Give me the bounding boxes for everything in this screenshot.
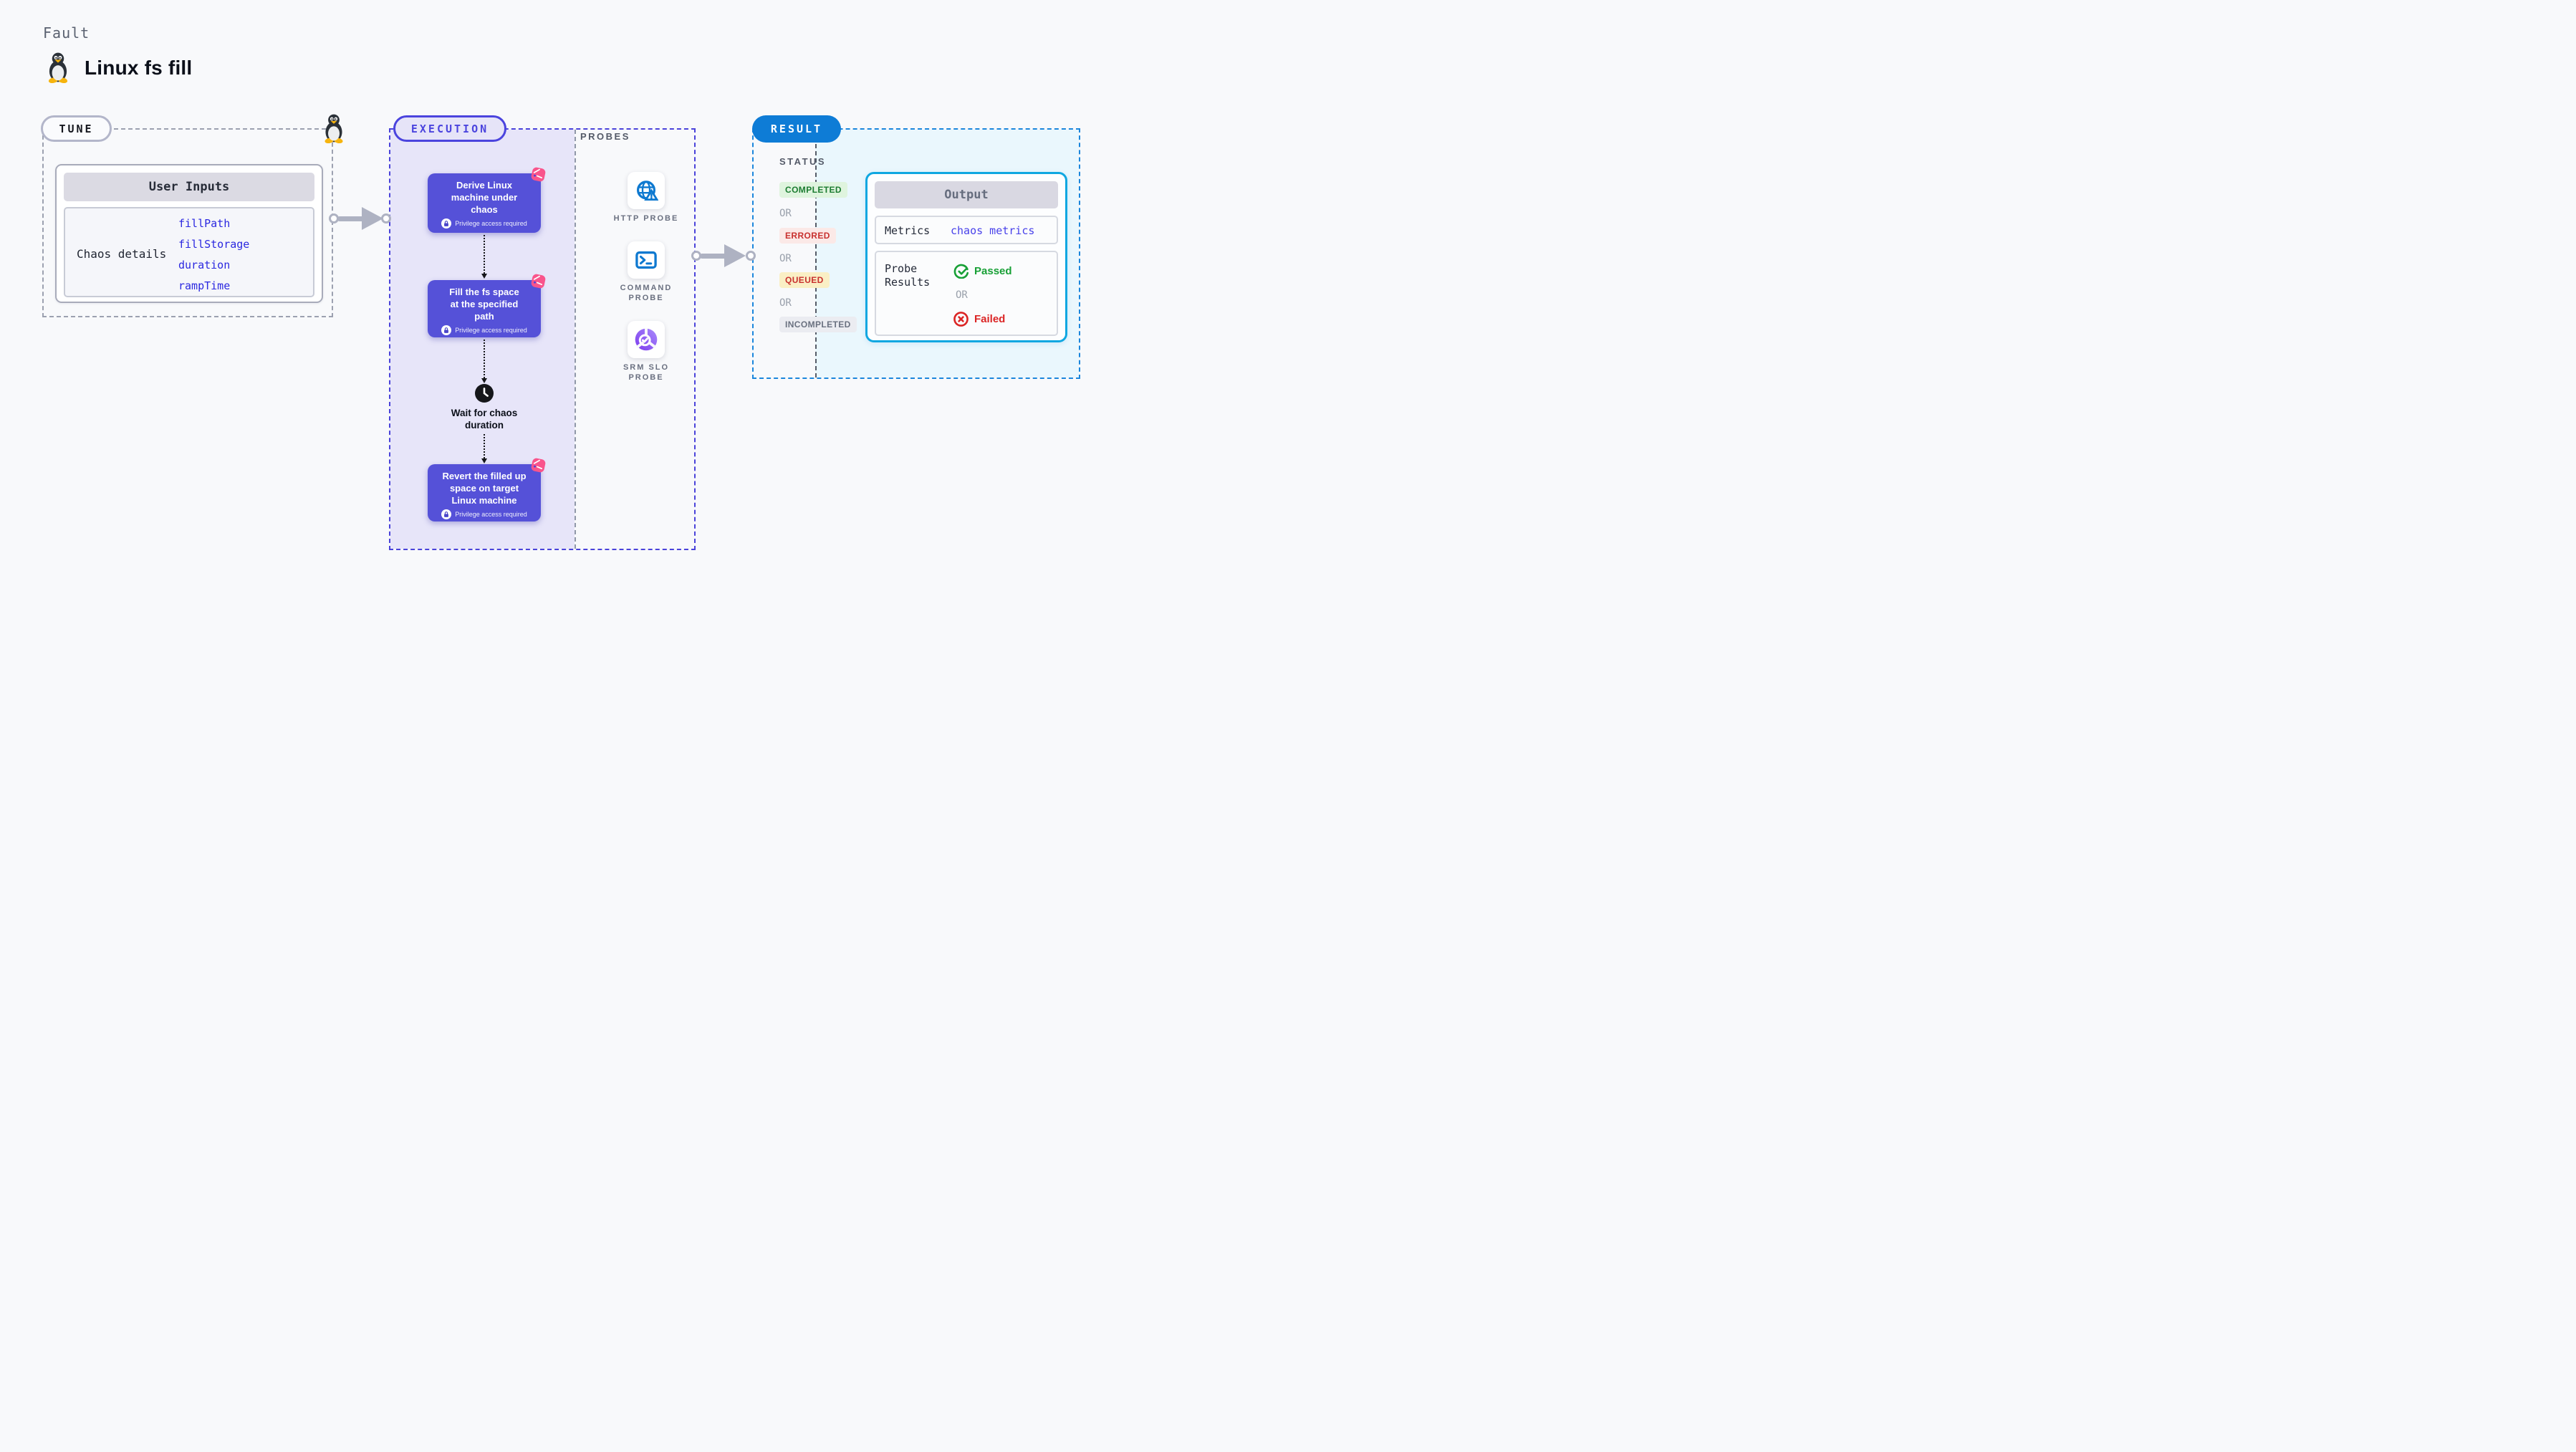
failed-label: Failed [974,313,1006,325]
chaos-details-panel: Chaos details fillPath fillStorage durat… [64,207,314,297]
status-badge-queued: QUEUED [779,272,830,288]
execution-section-label: EXECUTION [410,122,489,135]
srm-slo-probe-card [628,321,665,358]
result-section-label: RESULT [770,122,823,135]
privilege-note: Privilege access required [455,220,527,227]
result-section-pill: RESULT [752,115,841,143]
connector-line [700,254,727,259]
metrics-row: Metrics chaos metrics [875,216,1058,244]
probe-label-line: COMMAND [620,284,673,292]
metrics-value-link[interactable]: chaos metrics [951,224,1035,237]
flow-dotted-line [484,340,485,378]
lock-icon [441,509,452,519]
probes-heading: PROBES [580,131,630,142]
wait-for-chaos-label: Wait for chaos duration [428,407,541,431]
flow-arrowhead [481,378,487,383]
chaos-details-label: Chaos details [77,247,167,261]
user-inputs-header: User Inputs [64,173,314,201]
step-text-line: chaos [471,204,498,215]
chaos-fault-icon [529,165,547,183]
privilege-note: Privilege access required [455,327,527,334]
tune-section-label: TUNE [59,122,94,135]
probes-divider [575,130,576,549]
command-probe-label: COMMAND PROBE [589,283,703,303]
probe-results-label: Probe Results [885,262,930,289]
execution-section-pill: EXECUTION [393,115,506,142]
connector-start-dot [329,213,339,223]
fault-kicker: Fault [43,24,90,42]
failed-x-icon [953,312,969,327]
probe-label-line: SRM SLO [623,363,670,372]
step-text-line: Revert the filled up [442,471,527,481]
step-revert-space: Revert the filled up space on target Lin… [428,456,547,521]
terminal-icon [635,251,657,269]
wait-label-line: duration [465,420,504,431]
lock-icon [441,325,452,335]
step-text-line: Derive Linux [456,180,513,191]
output-card: Output Metrics chaos metrics Probe Resul… [865,172,1067,342]
probe-label-line: PROBE [628,373,664,382]
wait-label-line: Wait for chaos [451,408,518,418]
step-text-line: machine under [451,192,518,203]
connector-arrowhead [724,244,746,267]
output-header: Output [875,181,1058,208]
step-text-line: Fill the fs space [449,287,519,297]
chaos-fault-icon [529,272,547,290]
probe-results-label-line: Probe [885,262,918,275]
globe-alert-icon [636,181,658,201]
fault-diagram-canvas: Fault Linux fs fill TUNE User Inputs Cha… [0,0,1103,622]
connector-start-dot [691,251,701,261]
or-separator: OR [779,297,792,309]
step-derive-machine: Derive Linux machine under chaos Privile… [428,165,547,233]
flow-dotted-line [484,235,485,274]
step-text-line: Linux machine [451,495,517,506]
flow-arrowhead [481,274,487,279]
clock-icon [475,384,494,403]
http-probe-card [628,172,665,209]
step-fill-fs-space: Fill the fs space at the specified path … [428,272,547,337]
input-fillstorage: fillStorage [178,238,250,251]
tux-penguin-icon [48,52,68,83]
passed-check-icon [953,264,969,279]
or-separator: OR [956,289,968,301]
tux-penguin-icon [324,114,344,143]
metrics-label: Metrics [885,224,931,237]
tune-section-pill: TUNE [41,115,112,142]
probe-results-row: Probe Results Passed OR Failed [875,251,1058,336]
status-badge-completed: COMPLETED [779,182,847,198]
status-heading: STATUS [779,156,827,167]
input-duration: duration [178,259,231,271]
command-probe-card [628,241,665,279]
status-badge-errored: ERRORED [779,228,836,244]
lock-icon [441,218,452,229]
input-fillpath: fillPath [178,217,231,230]
page-title: Linux fs fill [85,57,193,79]
probe-label-line: HTTP PROBE [613,214,679,223]
step-text-line: at the specified [450,299,519,309]
user-inputs-card: User Inputs Chaos details fillPath fillS… [55,164,323,303]
flow-arrowhead [481,458,487,463]
connector-arrowhead [362,207,383,230]
connector-end-dot [746,251,756,261]
status-badge-incompleted: INCOMPLETED [779,317,857,332]
probe-results-label-line: Results [885,276,931,289]
privilege-note: Privilege access required [455,511,527,518]
result-divider [815,130,817,378]
input-ramptime: rampTime [178,279,231,292]
flow-dotted-line [484,434,485,458]
chaos-fault-icon [529,456,547,474]
probe-label-line: PROBE [628,294,664,302]
step-text-line: space on target [449,483,519,494]
srm-slo-probe-label: SRM SLO PROBE [589,362,703,383]
or-separator: OR [779,253,792,264]
passed-label: Passed [974,265,1012,277]
http-probe-label: HTTP PROBE [589,213,703,223]
connector-end-dot [381,213,391,223]
step-text-line: path [474,311,494,322]
slo-donut-check-icon [633,327,659,352]
or-separator: OR [779,208,792,219]
connector-line [337,216,366,221]
